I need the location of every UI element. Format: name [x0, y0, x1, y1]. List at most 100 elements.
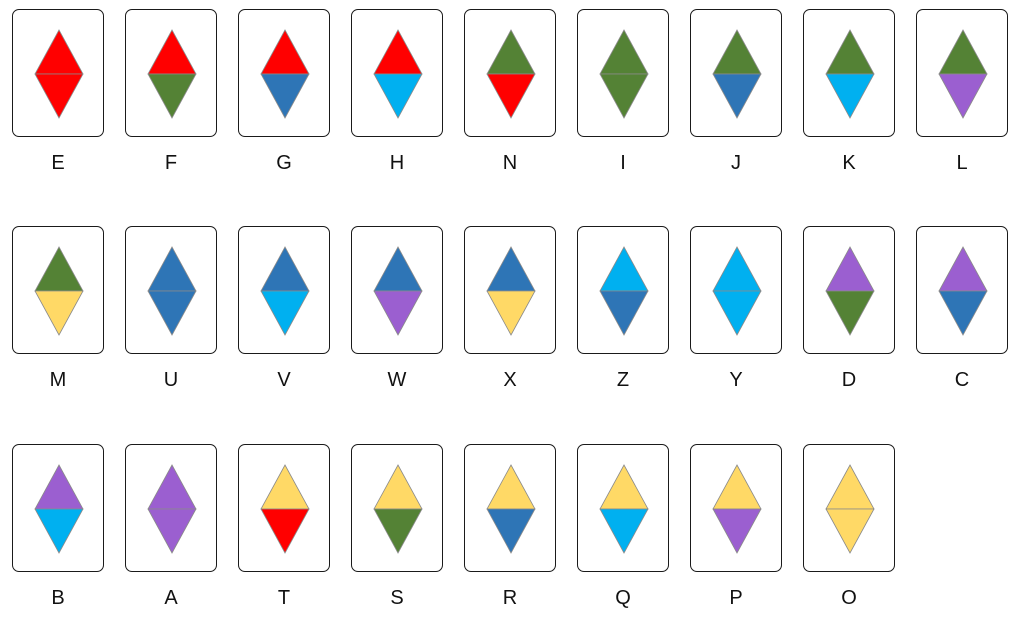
diamond-icon	[825, 29, 875, 119]
card-o: O	[803, 444, 895, 609]
diamond-top-triangle	[712, 464, 762, 510]
diamond-bottom-triangle	[486, 73, 536, 119]
card-label: H	[389, 152, 405, 174]
diamond-icon	[825, 246, 875, 336]
diamond-icon	[260, 29, 310, 119]
card-label: P	[729, 587, 743, 609]
diamond-icon	[599, 464, 649, 554]
diamond-bottom-triangle	[712, 73, 762, 119]
card-m: M	[12, 226, 104, 391]
diamond-top-triangle	[938, 29, 988, 75]
diamond-icon	[825, 464, 875, 554]
diamond-icon	[147, 246, 197, 336]
diamond-top-triangle	[260, 29, 310, 75]
card-t: T	[238, 444, 330, 609]
diamond-top-triangle	[34, 246, 84, 292]
card-z: Z	[577, 226, 669, 391]
diamond-top-triangle	[825, 29, 875, 75]
diamond-icon	[147, 464, 197, 554]
diamond-bottom-triangle	[34, 73, 84, 119]
diamond-icon	[486, 464, 536, 554]
card-r: R	[464, 444, 556, 609]
card-label: M	[49, 369, 67, 391]
card-label: Z	[616, 369, 630, 391]
diamond-bottom-triangle	[147, 73, 197, 119]
card-label: O	[841, 587, 857, 609]
card-label: N	[502, 152, 518, 174]
card-u: U	[125, 226, 217, 391]
diamond-bottom-triangle	[486, 290, 536, 336]
card-label: J	[731, 152, 741, 174]
card-label: T	[277, 587, 291, 609]
card-label: W	[387, 369, 407, 391]
diamond-top-triangle	[599, 464, 649, 510]
card-frame	[916, 9, 1008, 137]
diamond-bottom-triangle	[34, 290, 84, 336]
card-label: A	[164, 587, 178, 609]
card-j: J	[690, 9, 782, 174]
diamond-top-triangle	[373, 246, 423, 292]
diamond-bottom-triangle	[825, 290, 875, 336]
card-v: V	[238, 226, 330, 391]
diamond-top-triangle	[599, 246, 649, 292]
card-frame	[577, 444, 669, 572]
diamond-bottom-triangle	[260, 290, 310, 336]
card-frame	[351, 9, 443, 137]
card-s: S	[351, 444, 443, 609]
card-label: C	[954, 369, 970, 391]
card-label: I	[620, 152, 626, 174]
diamond-bottom-triangle	[599, 508, 649, 554]
diamond-icon	[938, 246, 988, 336]
card-frame	[577, 9, 669, 137]
card-frame	[916, 226, 1008, 354]
card-frame	[577, 226, 669, 354]
diamond-icon	[260, 464, 310, 554]
diamond-top-triangle	[34, 464, 84, 510]
card-label: U	[163, 369, 179, 391]
diamond-top-triangle	[486, 29, 536, 75]
diamond-top-triangle	[825, 464, 875, 510]
card-x: X	[464, 226, 556, 391]
card-frame	[238, 226, 330, 354]
card-label: D	[841, 369, 857, 391]
card-e: E	[12, 9, 104, 174]
diamond-top-triangle	[373, 29, 423, 75]
diamond-bottom-triangle	[373, 508, 423, 554]
card-frame	[464, 226, 556, 354]
card-w: W	[351, 226, 443, 391]
card-q: Q	[577, 444, 669, 609]
card-label: V	[277, 369, 291, 391]
card-label: Y	[729, 369, 743, 391]
card-y: Y	[690, 226, 782, 391]
card-p: P	[690, 444, 782, 609]
diamond-top-triangle	[938, 246, 988, 292]
card-frame	[690, 9, 782, 137]
diamond-icon	[599, 246, 649, 336]
diamond-icon	[938, 29, 988, 119]
diamond-bottom-triangle	[260, 73, 310, 119]
card-label: K	[842, 152, 856, 174]
card-f: F	[125, 9, 217, 174]
card-label: E	[51, 152, 65, 174]
diamond-top-triangle	[486, 246, 536, 292]
diamond-icon	[34, 29, 84, 119]
diamond-icon	[712, 29, 762, 119]
card-label: G	[276, 152, 292, 174]
diamond-icon	[34, 246, 84, 336]
card-frame	[238, 9, 330, 137]
diamond-top-triangle	[34, 29, 84, 75]
diamond-top-triangle	[373, 464, 423, 510]
card-c: C	[916, 226, 1008, 391]
diamond-bottom-triangle	[147, 290, 197, 336]
diamond-top-triangle	[599, 29, 649, 75]
diamond-icon	[260, 246, 310, 336]
card-label: F	[164, 152, 178, 174]
diamond-bottom-triangle	[599, 290, 649, 336]
diamond-top-triangle	[147, 464, 197, 510]
card-label: X	[503, 369, 517, 391]
card-i: I	[577, 9, 669, 174]
diamond-bottom-triangle	[712, 290, 762, 336]
card-frame	[351, 444, 443, 572]
card-h: H	[351, 9, 443, 174]
diamond-top-triangle	[147, 29, 197, 75]
